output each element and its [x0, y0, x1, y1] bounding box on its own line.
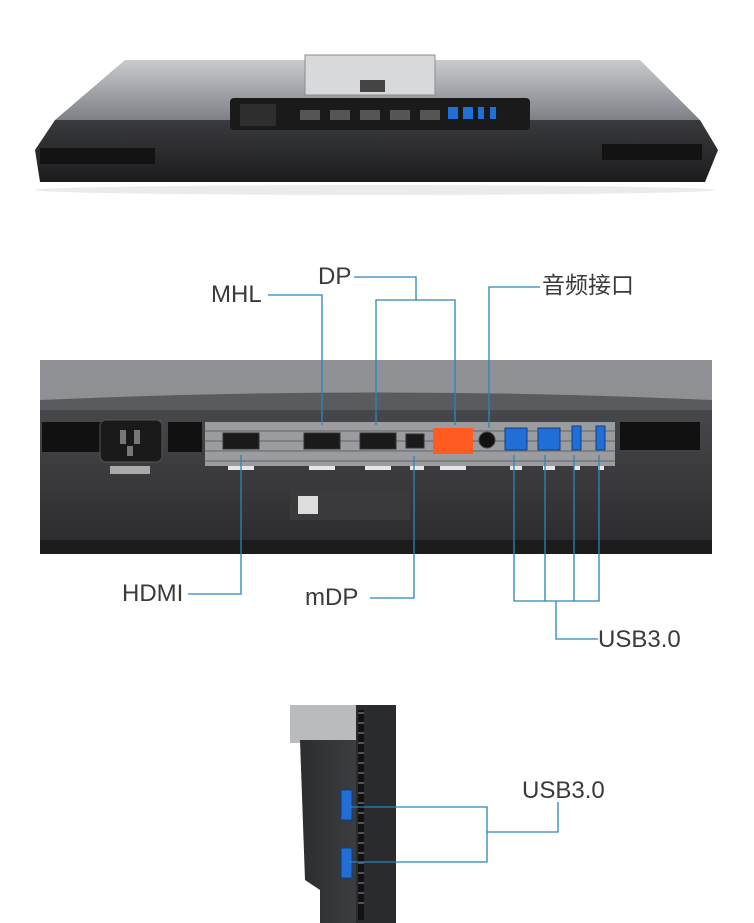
side-usb-closeup: USB3.0 [0, 700, 754, 923]
callout-lines [188, 276, 600, 640]
rear-ports-closeup: MHL DP 音频接口 HDMI mDP USB3.0 [0, 250, 754, 670]
label-usb-side: USB3.0 [522, 777, 605, 804]
rear-ports-illustration [40, 276, 712, 640]
label-hdmi: HDMI [122, 580, 184, 607]
monitor-bottom-view [0, 0, 754, 210]
label-mhl: MHL [211, 281, 262, 308]
callout-lines-side [350, 802, 559, 863]
label-usb-rear: USB3.0 [598, 626, 681, 653]
monitor-bottom-illustration [35, 54, 718, 195]
label-dp: DP [318, 263, 352, 290]
label-audio: 音频接口 [542, 273, 634, 299]
side-ports-illustration [290, 705, 559, 923]
label-mdp: mDP [305, 584, 359, 611]
